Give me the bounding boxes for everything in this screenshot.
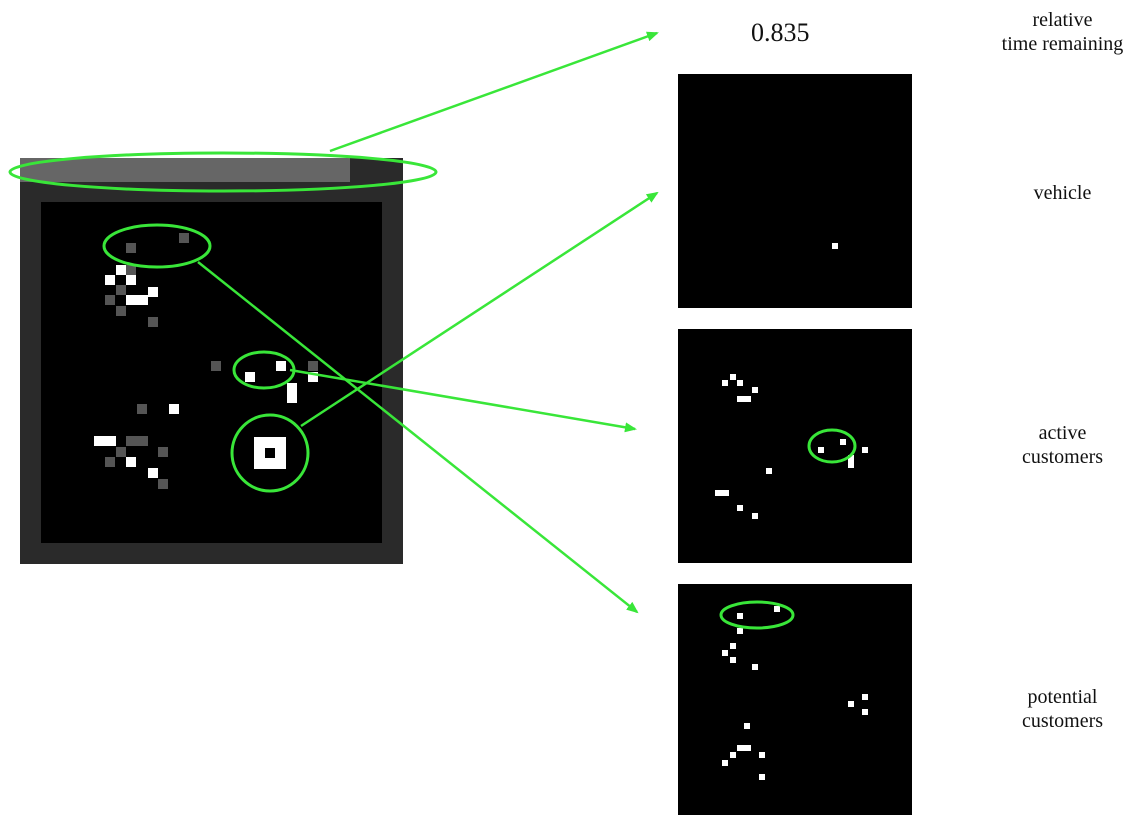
grid-cell <box>730 657 736 663</box>
potential-panel-highlight <box>719 600 795 630</box>
grid-cell <box>730 374 736 380</box>
main-observation-grid <box>20 158 403 564</box>
grid-cell <box>179 233 189 243</box>
vehicle-arrow <box>300 191 659 428</box>
grid-cell <box>722 760 728 766</box>
time-remaining-bar <box>20 158 350 182</box>
grid-cell <box>752 664 758 670</box>
grid-cell <box>126 265 136 275</box>
grid-cell <box>287 383 297 403</box>
potential-customers-label: potential customers <box>1000 685 1125 733</box>
active-customers-label-line-1: active <box>1038 422 1087 444</box>
grid-cell <box>862 694 868 700</box>
time-remaining-label-line-1: relative <box>1032 9 1093 31</box>
grid-cell <box>722 380 728 386</box>
grid-cell <box>752 387 758 393</box>
grid-cell <box>116 447 126 457</box>
grid-cell <box>715 490 729 496</box>
grid-cell <box>737 380 743 386</box>
grid-cell <box>116 285 126 295</box>
grid-cell <box>862 447 868 453</box>
grid-cell <box>737 613 743 619</box>
grid-cell <box>211 361 221 371</box>
grid-cell <box>276 361 286 371</box>
active-customers-channel-panel <box>678 329 912 563</box>
grid-cell <box>722 650 728 656</box>
active-panel-highlight <box>807 428 857 464</box>
grid-cell <box>126 436 148 446</box>
grid-cell <box>848 701 854 707</box>
grid-cell <box>126 295 148 305</box>
grid-cell <box>308 361 318 371</box>
grid-cell <box>126 457 136 467</box>
grid-cell <box>832 243 838 249</box>
grid-cell <box>105 295 115 305</box>
grid-cell <box>126 243 136 253</box>
grid-cell <box>848 455 854 468</box>
grid-cell <box>158 447 168 457</box>
grid-cell <box>148 287 158 297</box>
grid-cell <box>737 396 751 402</box>
grid-cell <box>116 306 126 316</box>
grid-cell <box>744 723 750 729</box>
time-arrow <box>329 31 659 153</box>
grid-interior <box>41 202 382 543</box>
potential-cluster-highlight <box>102 223 212 269</box>
grid-cell <box>245 372 255 382</box>
grid-cell <box>862 709 868 715</box>
grid-cell <box>94 436 116 446</box>
time-remaining-value: 0.835 <box>751 18 810 47</box>
grid-cell <box>137 404 147 414</box>
grid-cell <box>752 513 758 519</box>
potential-customers-channel-panel <box>678 584 912 815</box>
grid-cell <box>737 745 751 751</box>
grid-cell <box>169 404 179 414</box>
grid-cell <box>737 505 743 511</box>
grid-cell <box>116 265 126 275</box>
grid-cell <box>759 752 765 758</box>
grid-cell <box>730 752 736 758</box>
grid-cell <box>818 447 824 453</box>
grid-cell <box>308 372 318 382</box>
vehicle-label: vehicle <box>1033 182 1092 204</box>
vehicle-highlight <box>230 413 310 493</box>
vehicle-channel-panel <box>678 74 912 308</box>
grid-cell <box>158 479 168 489</box>
active-customers-label-line-2: customers <box>1021 446 1104 468</box>
grid-cell <box>840 439 846 445</box>
potential-customer-cells <box>105 233 318 489</box>
potential-customers-label-line-2: customers <box>1021 710 1104 732</box>
grid-cell <box>774 606 780 612</box>
vehicle-cell <box>254 437 286 469</box>
time-remaining-label-line-2: time remaining <box>1001 33 1124 55</box>
active-customer-cells <box>94 265 318 478</box>
grid-cell <box>737 628 743 634</box>
potential-customers-arrow <box>197 261 639 614</box>
active-customers-label: active customers <box>1000 421 1125 469</box>
grid-cell <box>759 774 765 780</box>
potential-customers-label-line-1: potential <box>1027 686 1098 708</box>
grid-cell <box>105 275 115 285</box>
grid-cell <box>105 457 115 467</box>
time-remaining-label: relative time remaining <box>1000 8 1125 56</box>
mapping-arrows <box>197 31 659 614</box>
grid-cell <box>730 643 736 649</box>
time-bar-highlight <box>8 151 438 193</box>
grid-cell <box>126 275 136 285</box>
grid-cell <box>148 468 158 478</box>
grid-cell <box>766 468 772 474</box>
grid-cell <box>148 317 158 327</box>
